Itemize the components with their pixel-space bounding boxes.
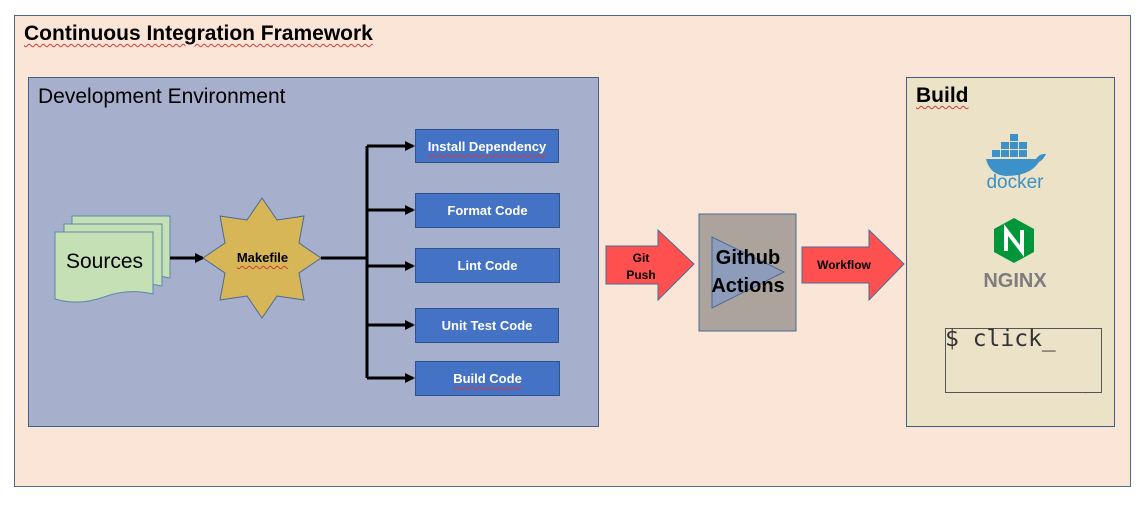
lint-code-step: Lint Code <box>415 248 560 283</box>
nginx-logo-text: NGINX <box>983 270 1047 292</box>
docker-whale-icon <box>986 134 1046 176</box>
git-push-arrow <box>605 228 695 302</box>
git-push-line2: Push <box>626 268 656 282</box>
git-push-line1: Git <box>632 251 650 265</box>
unit-test-code-step: Unit Test Code <box>415 308 559 343</box>
makefile-text: Makefile <box>236 250 289 265</box>
lint-code-label: Lint Code <box>457 258 518 273</box>
github-actions-line2: Actions <box>711 275 785 297</box>
makefile-branch-connector <box>321 141 415 383</box>
workflow-label: Workflow <box>817 258 871 272</box>
build-title: Build <box>916 84 969 107</box>
install-dependency-label: Install Dependency <box>427 138 547 154</box>
sources-label: Sources <box>65 250 144 273</box>
docker-logo-text: docker <box>986 172 1044 193</box>
workflow-arrow <box>801 228 905 302</box>
makefile-label: Makefile <box>220 250 305 265</box>
format-code-step: Format Code <box>415 193 560 228</box>
format-code-label: Format Code <box>447 203 528 218</box>
unit-test-code-label: Unit Test Code <box>441 318 533 333</box>
install-dependency-step: Install Dependency <box>415 129 559 163</box>
github-actions-line1: Github <box>715 247 781 269</box>
play-triangle-icon <box>711 236 786 309</box>
github-actions-label: Github Actions <box>702 244 794 300</box>
build-code-label: Build Code <box>453 371 522 386</box>
click-logo-text: $ click_ <box>945 326 1056 352</box>
git-push-label: Git Push <box>616 250 666 284</box>
development-environment-title: Development Environment <box>38 85 286 108</box>
makefile-star <box>202 197 322 319</box>
nginx-hexagon-icon <box>994 218 1034 263</box>
sources-document-stack <box>54 215 171 303</box>
click-logo-box <box>945 328 1102 393</box>
build-code-step: Build Code <box>415 361 560 396</box>
framework-title: Continuous Integration Framework <box>24 22 373 45</box>
